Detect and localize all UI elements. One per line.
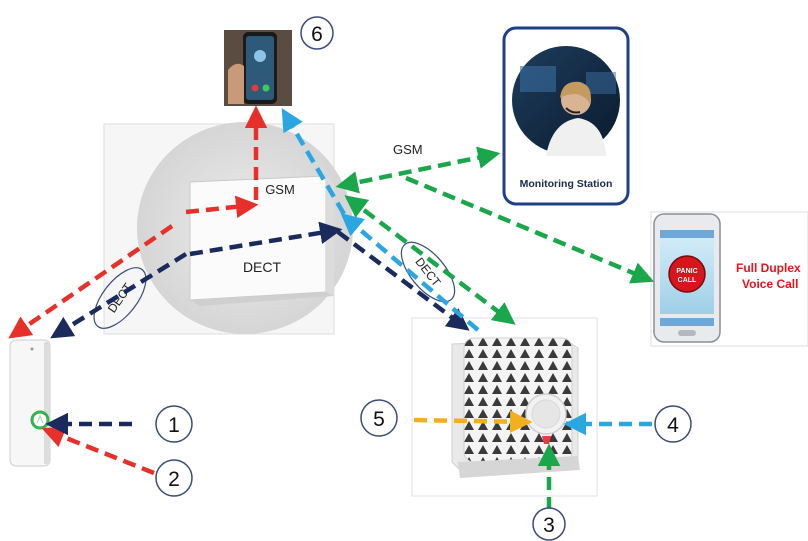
number-6: 6: [300, 16, 334, 50]
number-2: 2: [155, 459, 193, 497]
green-arrow-gsm-speaker: [344, 195, 516, 325]
base-station-panel: DECT GSM: [103, 122, 353, 335]
navy-arrow-internal: [189, 221, 343, 257]
voice-call-label: Voice Call: [742, 277, 798, 291]
panic-text-2: CALL: [678, 277, 697, 284]
navy-arrow-base-to-button: [50, 252, 188, 339]
full-duplex-label: Full Duplex: [736, 261, 801, 275]
speaker-unit-icon: [451, 337, 580, 478]
monitoring-station: Monitoring Station: [502, 26, 630, 206]
svg-text:3: 3: [543, 514, 555, 537]
dect-base-label: DECT: [243, 259, 282, 275]
svg-text:4: 4: [667, 414, 679, 437]
monitoring-operator-icon: [512, 46, 620, 156]
svg-text:1: 1: [168, 414, 180, 437]
green-arrow-gsm-monitoring: [335, 146, 501, 194]
red-arrow-base-to-button: [8, 224, 174, 339]
panic-phone-panel: PANIC CALL Full Duplex Voice Call: [650, 211, 808, 347]
gsm-base-label: GSM: [265, 182, 295, 197]
monitoring-station-label: Monitoring Station: [520, 178, 613, 190]
sky-arrow-speaker-to-base: [340, 213, 480, 332]
red-arrow-2-to-button: [41, 426, 155, 476]
number-1: 1: [155, 405, 193, 443]
svg-text:2: 2: [168, 468, 180, 491]
svg-text:5: 5: [373, 408, 385, 431]
number-3: 3: [532, 507, 566, 541]
gsm-top-label: GSM: [393, 142, 423, 157]
speaker-unit-panel: [411, 317, 598, 497]
red-arrow-internal: [185, 195, 259, 219]
signal-arrows: [8, 105, 655, 510]
panic-text-1: PANIC: [676, 268, 697, 275]
number-5: 5: [360, 399, 398, 437]
svg-text:6: 6: [311, 23, 323, 46]
panic-phone-icon: PANIC CALL: [653, 213, 721, 343]
smartphone-call-icon: [224, 30, 292, 106]
navy-arrow-base-to-speaker: [336, 230, 470, 331]
dect-base-station-icon: [189, 175, 334, 306]
green-arrow-gsm-panic: [405, 175, 655, 284]
number-4: 4: [654, 405, 692, 443]
wall-button-icon: [9, 339, 51, 467]
